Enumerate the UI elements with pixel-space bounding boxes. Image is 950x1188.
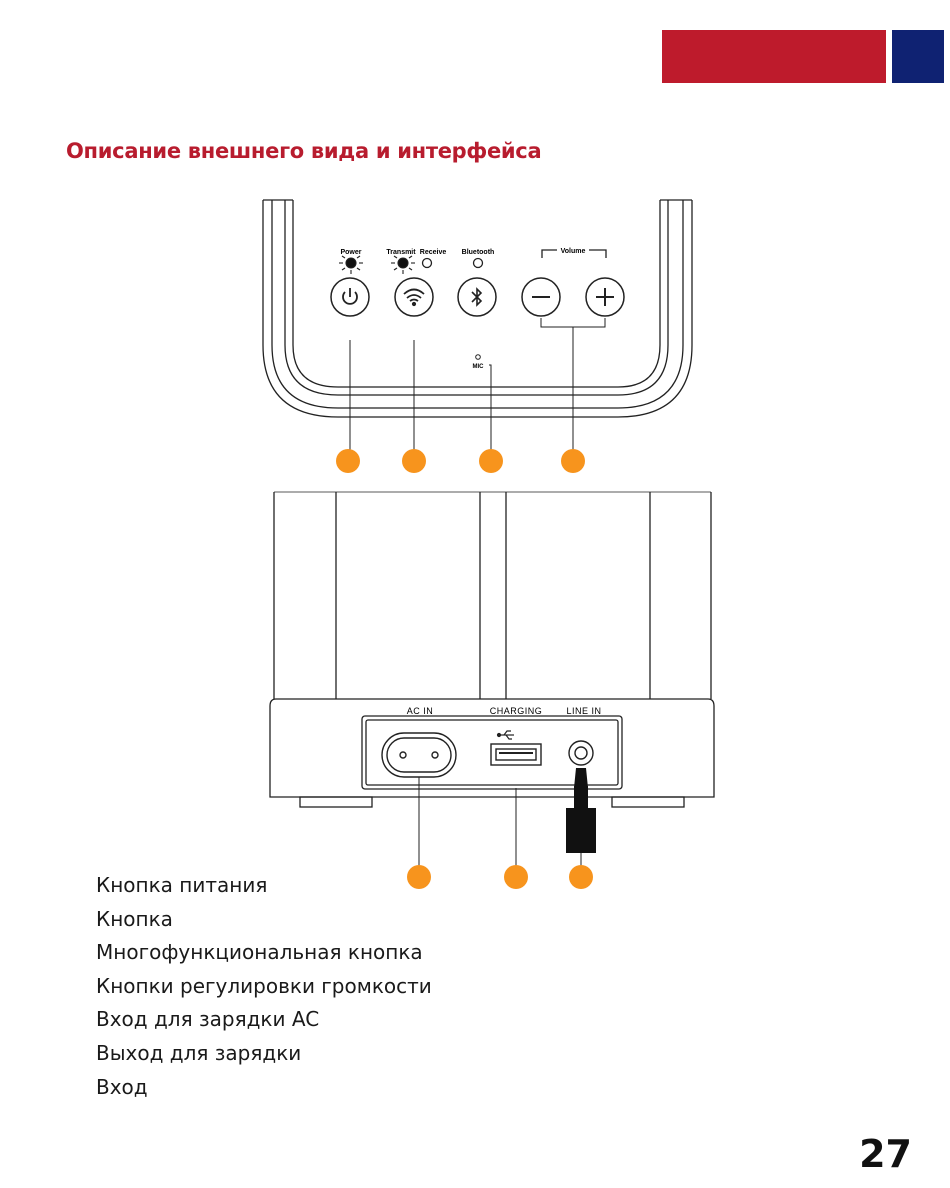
mic-icon (476, 355, 481, 360)
rear-callouts (407, 865, 593, 889)
charging-label: CHARGING (490, 706, 543, 716)
callout-7 (569, 865, 593, 889)
audio-plug-icon (566, 768, 596, 853)
volume-up-button[interactable] (586, 278, 624, 316)
mic-label: MIC (473, 364, 485, 370)
ac-in-socket (382, 733, 456, 777)
legend-item: Вход (96, 1072, 432, 1106)
callout-2 (402, 449, 426, 473)
rear-leader-lines (419, 777, 581, 875)
callout-4 (561, 449, 585, 473)
receive-led-icon (423, 259, 432, 268)
usb-icon (498, 731, 515, 739)
legend-item: Кнопка (96, 904, 432, 938)
bluetooth-led-label: Bluetooth (462, 249, 495, 256)
transmit-led-label: Transmit (386, 249, 416, 256)
usb-charging-port (491, 744, 541, 765)
bluetooth-button[interactable] (458, 278, 496, 316)
wifi-button[interactable] (395, 278, 433, 316)
callout-1 (336, 449, 360, 473)
legend-item: Выход для зарядки (96, 1038, 432, 1072)
legend-list: Кнопка питания Кнопка Многофункциональна… (96, 870, 432, 1105)
bluetooth-led-icon (474, 259, 483, 268)
top-leader-lines (350, 318, 605, 460)
volume-label: Volume (561, 248, 586, 255)
receive-led-label: Receive (420, 249, 447, 256)
legend-item: Многофункциональная кнопка (96, 937, 432, 971)
callout-3 (479, 449, 503, 473)
top-callouts (336, 449, 585, 473)
volume-down-button[interactable] (522, 278, 560, 316)
line-in-label: LINE IN (566, 706, 601, 716)
legend-item: Кнопки регулировки громкости (96, 971, 432, 1005)
line-in-jack (569, 741, 593, 765)
legend-item: Кнопка питания (96, 870, 432, 904)
power-button[interactable] (331, 278, 369, 316)
ac-in-label: AC IN (407, 706, 434, 716)
power-led-label: Power (340, 249, 361, 256)
page-number: 27 (859, 1132, 912, 1176)
callout-6 (504, 865, 528, 889)
legend-item: Вход для зарядки AC (96, 1004, 432, 1038)
rear-panel (270, 492, 714, 807)
transmit-led-icon (391, 256, 415, 274)
